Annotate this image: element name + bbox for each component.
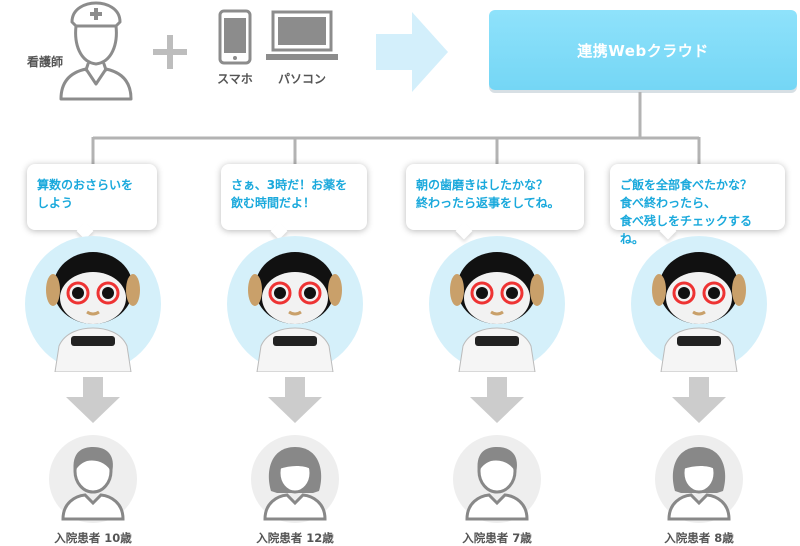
speech-bubble-4: ご飯を全部食べたかな？ 食べ終わったら、 食べ残しをチェックするね。 <box>610 164 785 230</box>
robot-icon <box>227 236 363 372</box>
patient-label: 入院患者 8歳 <box>619 530 779 546</box>
arrow-down-icon <box>268 377 322 423</box>
speech-bubble-1: 算数のおさらいを しよう <box>27 164 157 230</box>
speech-bubble-2: さぁ、3時だ！お薬を 飲む時間だよ！ <box>221 164 367 230</box>
patient-label: 入院患者 10歳 <box>13 530 173 546</box>
patient-avatar-icon <box>655 435 743 523</box>
patient-label: 入院患者 12歳 <box>215 530 375 546</box>
patient-avatar-icon <box>49 435 137 523</box>
arrow-down-icon <box>470 377 524 423</box>
arrow-down-icon <box>66 377 120 423</box>
robot-icon <box>631 236 767 372</box>
robot-icon <box>25 236 161 372</box>
patient-avatar-icon <box>453 435 541 523</box>
patient-avatar-icon <box>251 435 339 523</box>
patient-label: 入院患者 7歳 <box>417 530 577 546</box>
arrow-down-icon <box>672 377 726 423</box>
connector-lines <box>0 0 800 170</box>
speech-bubble-3: 朝の歯磨きはしたかな？ 終わったら返事をしてね。 <box>406 164 584 230</box>
robot-icon <box>429 236 565 372</box>
